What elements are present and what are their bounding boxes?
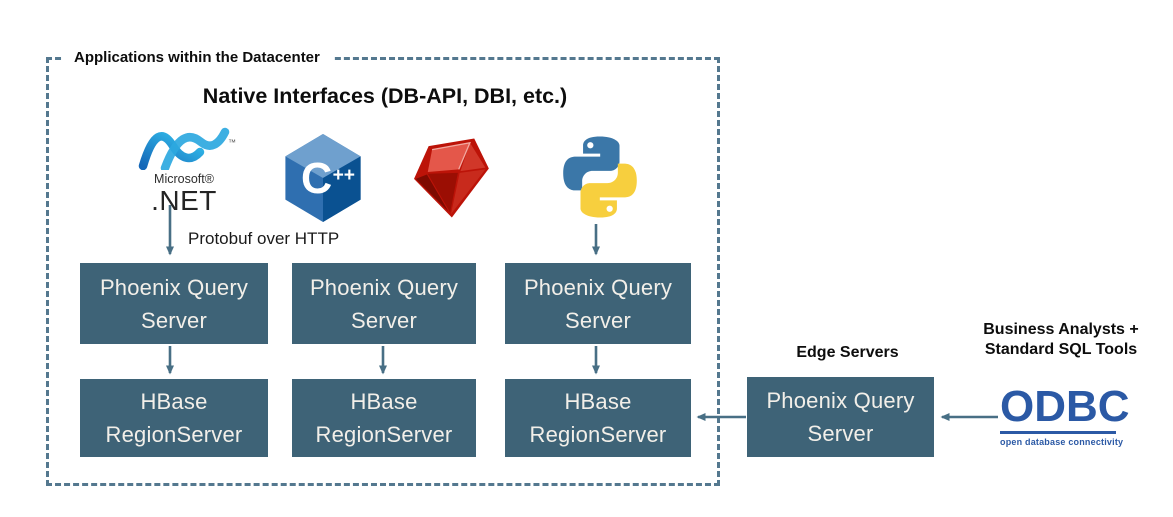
business-analysts-line2: Standard SQL Tools — [984, 341, 1138, 358]
phoenix-query-server-box-2: Phoenix Query Server — [292, 263, 476, 344]
native-interfaces-title: Native Interfaces (DB-API, DBI, etc.) — [202, 84, 568, 108]
node-label-line1: HBase — [140, 389, 208, 414]
hbase-regionserver-box-2: HBase RegionServer — [292, 379, 476, 457]
protobuf-over-http-label: Protobuf over HTTP — [188, 229, 340, 248]
dotnet-swoosh-icon — [138, 127, 230, 173]
odbc-underline — [1000, 431, 1116, 434]
node-label-line2: Server — [807, 421, 874, 446]
trademark-symbol: ™ — [228, 138, 236, 147]
cpp-plusplus: ++ — [333, 165, 355, 186]
node-label-line1: Phoenix Query — [309, 274, 459, 300]
ruby-logo — [408, 135, 494, 226]
cpp-hexagon-icon: C ++ — [285, 134, 361, 222]
business-analysts-line1: Business Analysts + — [983, 321, 1139, 338]
business-analysts-label: Business Analysts + Standard SQL Tools — [955, 320, 1167, 360]
edge-phoenix-query-server-box: Phoenix Query Server — [747, 377, 934, 457]
odbc-subtitle: open database connectivity — [1000, 437, 1124, 447]
odbc-wordmark: ODBC — [1000, 382, 1130, 431]
ruby-gem-icon — [414, 138, 489, 218]
microsoft-wordmark: Microsoft® — [154, 172, 214, 186]
node-label-line1: HBase — [350, 389, 418, 414]
edge-servers-label: Edge Servers — [796, 344, 899, 361]
phoenix-query-server-box-1: Phoenix Query Server — [80, 263, 268, 344]
node-label-line2: RegionServer — [105, 422, 243, 447]
node-label-line1: Phoenix Query — [766, 388, 915, 413]
datacenter-boundary — [46, 57, 720, 486]
odbc-logo: ODBC open database connectivity — [1000, 382, 1130, 447]
node-label-line2: Server — [351, 307, 417, 333]
node-label-line2: RegionServer — [529, 422, 667, 447]
node-label-line2: RegionServer — [315, 422, 453, 447]
hbase-regionserver-box-3: HBase RegionServer — [505, 379, 691, 457]
cpp-logo: C ++ — [283, 132, 363, 229]
node-label-line2: Server — [141, 307, 207, 333]
python-logo — [554, 130, 646, 229]
datacenter-label: Applications within the Datacenter — [64, 48, 334, 68]
node-label-line1: Phoenix Query — [523, 274, 673, 300]
dotnet-wordmark: .NET — [151, 185, 217, 216]
hbase-regionserver-box-1: HBase RegionServer — [80, 379, 268, 457]
cpp-letter: C — [301, 155, 332, 203]
phoenix-query-server-box-3: Phoenix Query Server — [505, 263, 691, 344]
node-label-line1: Phoenix Query — [99, 274, 249, 300]
node-label-line2: Server — [565, 307, 631, 333]
python-snakes-icon — [563, 136, 637, 218]
dotnet-logo: ™ Microsoft® .NET — [128, 126, 240, 216]
node-label-line1: HBase — [564, 389, 632, 414]
